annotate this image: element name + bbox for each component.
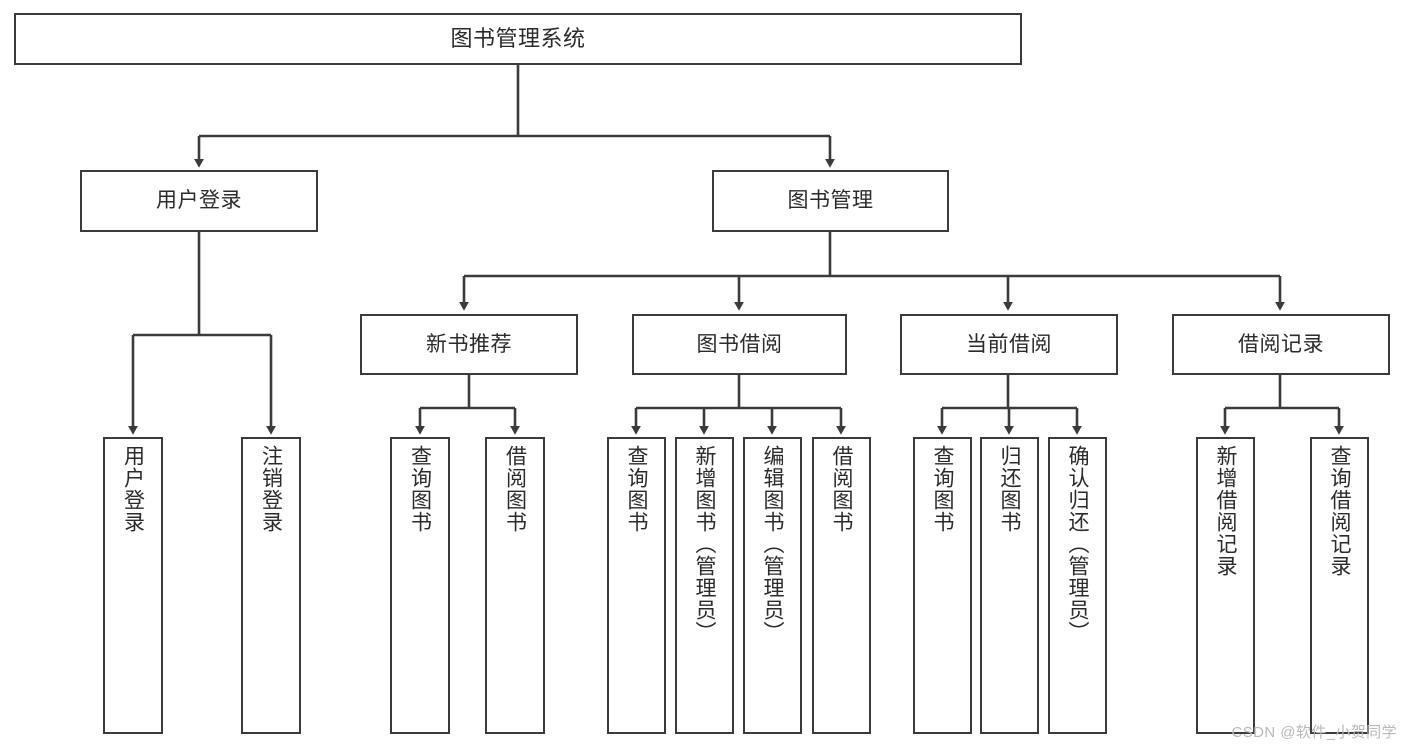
node-book-borrow[interactable]: 图书借阅 [632, 314, 847, 375]
node-book-manage-label: 图书管理 [787, 189, 874, 213]
node-leaf-query-book-1-label: 查询图书 [408, 445, 432, 533]
node-new-book-recommend-label: 新书推荐 [426, 332, 512, 356]
node-user-login-label: 用户登录 [156, 189, 242, 213]
node-leaf-query-book-3-label: 查询图书 [931, 445, 954, 533]
watermark: CSDN @软件_小贺同学 [1231, 724, 1397, 741]
node-borrow-record[interactable]: 借阅记录 [1172, 314, 1390, 375]
node-leaf-edit-book-admin-label: 编辑图书（管理员） [761, 445, 784, 643]
node-current-borrow[interactable]: 当前借阅 [900, 314, 1118, 375]
node-leaf-edit-book-admin[interactable]: 编辑图书（管理员） [743, 437, 802, 734]
node-leaf-query-book-1[interactable]: 查询图书 [390, 437, 450, 734]
node-book-borrow-label: 图书借阅 [696, 332, 783, 356]
node-current-borrow-label: 当前借阅 [966, 332, 1052, 356]
node-leaf-user-login-label: 用户登录 [121, 445, 145, 533]
node-root[interactable]: 图书管理系统 [14, 13, 1022, 65]
node-leaf-user-login[interactable]: 用户登录 [103, 437, 163, 734]
node-leaf-query-book-2-label: 查询图书 [625, 445, 648, 533]
node-leaf-borrow-book-2[interactable]: 借阅图书 [812, 437, 871, 734]
node-new-book-recommend[interactable]: 新书推荐 [360, 314, 578, 375]
node-borrow-record-label: 借阅记录 [1238, 332, 1324, 356]
node-leaf-borrow-book-1-label: 借阅图书 [503, 445, 527, 533]
node-leaf-query-borrow-record[interactable]: 查询借阅记录 [1310, 437, 1369, 734]
node-book-manage[interactable]: 图书管理 [712, 170, 949, 232]
node-leaf-borrow-book-1[interactable]: 借阅图书 [485, 437, 545, 734]
node-leaf-return-book-label: 归还图书 [998, 445, 1021, 533]
node-leaf-borrow-book-2-label: 借阅图书 [830, 445, 853, 533]
node-leaf-query-book-2[interactable]: 查询图书 [607, 437, 666, 734]
node-leaf-logout-login-label: 注销登录 [259, 445, 283, 533]
node-leaf-return-book[interactable]: 归还图书 [980, 437, 1039, 734]
node-leaf-confirm-return-admin-label: 确认归还（管理员） [1066, 445, 1089, 643]
node-leaf-confirm-return-admin[interactable]: 确认归还（管理员） [1048, 437, 1107, 734]
node-leaf-query-book-3[interactable]: 查询图书 [913, 437, 972, 734]
node-leaf-add-book-admin-label: 新增图书（管理员） [693, 445, 716, 643]
node-leaf-add-book-admin[interactable]: 新增图书（管理员） [675, 437, 734, 734]
node-leaf-query-borrow-record-label: 查询借阅记录 [1328, 445, 1351, 577]
node-root-label: 图书管理系统 [450, 26, 586, 52]
node-leaf-logout-login[interactable]: 注销登录 [241, 437, 301, 734]
node-leaf-add-borrow-record[interactable]: 新增借阅记录 [1196, 437, 1255, 734]
node-user-login[interactable]: 用户登录 [80, 170, 318, 232]
node-leaf-add-borrow-record-label: 新增借阅记录 [1214, 445, 1237, 577]
